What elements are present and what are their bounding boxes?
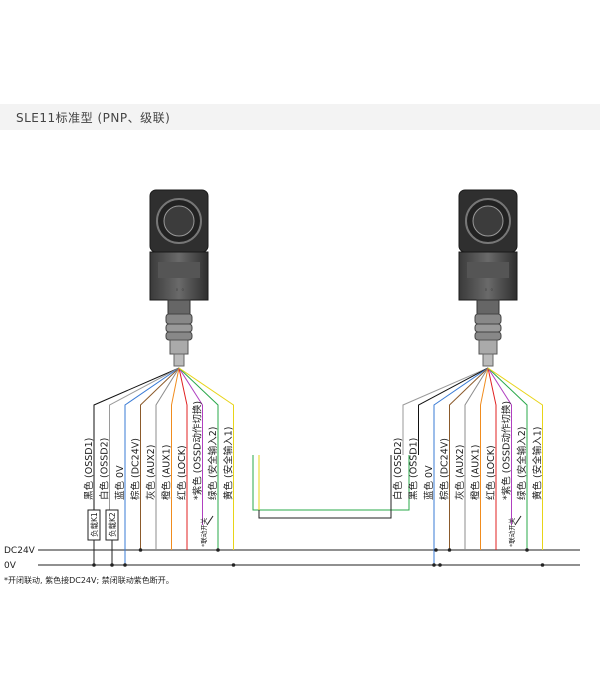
left-unit-wire-5 bbox=[171, 367, 180, 550]
right-unit-wire-label-1: 黑色 (OSSD1) bbox=[408, 438, 420, 500]
left-unit-wire-label-0: 黑色 (OSSD1) bbox=[83, 438, 95, 500]
right-unit-wire-label-0: 白色 (OSSD2) bbox=[392, 438, 404, 500]
left-unit-wire-label-6: 红色 (LOCK) bbox=[176, 445, 188, 500]
right-unit-wire-7 bbox=[487, 367, 512, 525]
junction-dot bbox=[447, 548, 452, 552]
right-unit-wire-4 bbox=[464, 367, 489, 550]
0v-label: 0V bbox=[4, 561, 17, 571]
junction-dot bbox=[434, 548, 438, 552]
right-unit-wire-label-8: 绿色 (安全输入2) bbox=[516, 427, 528, 500]
right-wire-group: 白色 (OSSD2) 黑色 (OSSD1)蓝色 0V 棕色 (DC24V)灰色 (A… bbox=[392, 367, 545, 567]
left-link-switch: *联动开关 bbox=[199, 515, 214, 547]
left-unit-wire-7 bbox=[178, 367, 203, 525]
right-unit-wire-5 bbox=[480, 367, 489, 550]
svg-text:◦ ◦: ◦ ◦ bbox=[484, 286, 494, 294]
junction-dot bbox=[432, 563, 436, 567]
right-unit-wire-label-4: 灰色 (AUX2) bbox=[454, 445, 466, 500]
right-unit-wire-0 bbox=[402, 367, 489, 455]
right-switch-label: *联动开关 bbox=[507, 517, 516, 547]
left-unit-wire-0 bbox=[93, 367, 180, 510]
junction-dot bbox=[138, 548, 143, 552]
right-unit-wire-9 bbox=[487, 367, 543, 550]
left-wire-group: 黑色 (OSSD1) 白色 (OSSD2)蓝色 0V 棕色 (DC24V)灰色 (A… bbox=[83, 367, 236, 567]
junction-dot bbox=[525, 548, 529, 552]
left-unit-wire-6 bbox=[178, 367, 188, 550]
page-title: SLE11标准型 (PNP、级联) bbox=[16, 111, 171, 125]
left-unit-wire-label-1: 白色 (OSSD2) bbox=[99, 438, 111, 500]
header-bar bbox=[0, 104, 600, 130]
junction-dot bbox=[92, 563, 96, 567]
right-unit-wire-label-6: 红色 (LOCK) bbox=[485, 445, 497, 500]
right-link-switch: *联动开关 bbox=[507, 515, 522, 547]
load-k1-label: 负载K1 bbox=[89, 512, 99, 537]
footnote: *开闭联动, 紫色接DC24V; 禁闭联动紫色断开。 bbox=[4, 575, 174, 585]
left-unit-wire-1 bbox=[109, 367, 180, 510]
right-unit-wire-3 bbox=[449, 367, 489, 550]
left-unit-wire-label-2: 蓝色 0V bbox=[114, 465, 126, 500]
left-unit-wire-label-7: *紫色 (OSSD动作切换) bbox=[192, 401, 204, 500]
left-sensor: ◦ ◦ bbox=[149, 189, 209, 367]
junction-dot bbox=[123, 563, 127, 567]
left-switch-label: *联动开关 bbox=[199, 517, 208, 547]
right-unit-wire-label-9: 黄色 (安全输入1) bbox=[532, 427, 544, 500]
right-unit-wire-label-5: 橙色 (AUX1) bbox=[470, 445, 482, 500]
svg-text:◦ ◦: ◦ ◦ bbox=[175, 286, 185, 294]
right-unit-wire-1 bbox=[418, 367, 489, 455]
left-unit-wire-9 bbox=[178, 367, 234, 550]
junction-dot bbox=[110, 563, 114, 567]
right-unit-wire-label-3: 棕色 (DC24V) bbox=[439, 438, 451, 500]
right-unit-wire-label-7: *紫色 (OSSD动作切换) bbox=[501, 401, 513, 500]
right-unit-wire-label-2: 蓝色 0V bbox=[423, 465, 435, 500]
junction-dot bbox=[438, 563, 442, 567]
cascade-links bbox=[252, 455, 410, 519]
left-unit-wire-label-5: 橙色 (AUX1) bbox=[161, 445, 173, 500]
junction-dot bbox=[216, 548, 220, 552]
right-unit-wire-2 bbox=[433, 367, 489, 565]
left-unit-wire-8 bbox=[178, 367, 219, 550]
junction-dot bbox=[540, 563, 545, 567]
left-unit-wire-4 bbox=[155, 367, 180, 550]
load-k1: 负载K1 bbox=[87, 509, 101, 541]
load-k2: 负载K2 bbox=[105, 509, 119, 541]
left-unit-wire-3 bbox=[140, 367, 180, 550]
left-unit-wire-label-8: 绿色 (安全输入2) bbox=[207, 427, 219, 500]
left-unit-wire-label-9: 黄色 (安全输入1) bbox=[223, 427, 235, 500]
dc24v-label: DC24V bbox=[4, 546, 36, 556]
load-k2-label: 负载K2 bbox=[107, 512, 117, 537]
power-rails: DC24V 0V bbox=[4, 546, 580, 571]
left-unit-wire-label-3: 棕色 (DC24V) bbox=[130, 438, 142, 500]
left-unit-wire-2 bbox=[124, 367, 180, 565]
right-unit-wire-8 bbox=[487, 367, 528, 550]
right-sensor: ◦ ◦ bbox=[458, 189, 518, 367]
left-unit-wire-label-4: 灰色 (AUX2) bbox=[145, 445, 157, 500]
junction-dot bbox=[231, 563, 236, 567]
right-unit-wire-6 bbox=[487, 367, 497, 550]
